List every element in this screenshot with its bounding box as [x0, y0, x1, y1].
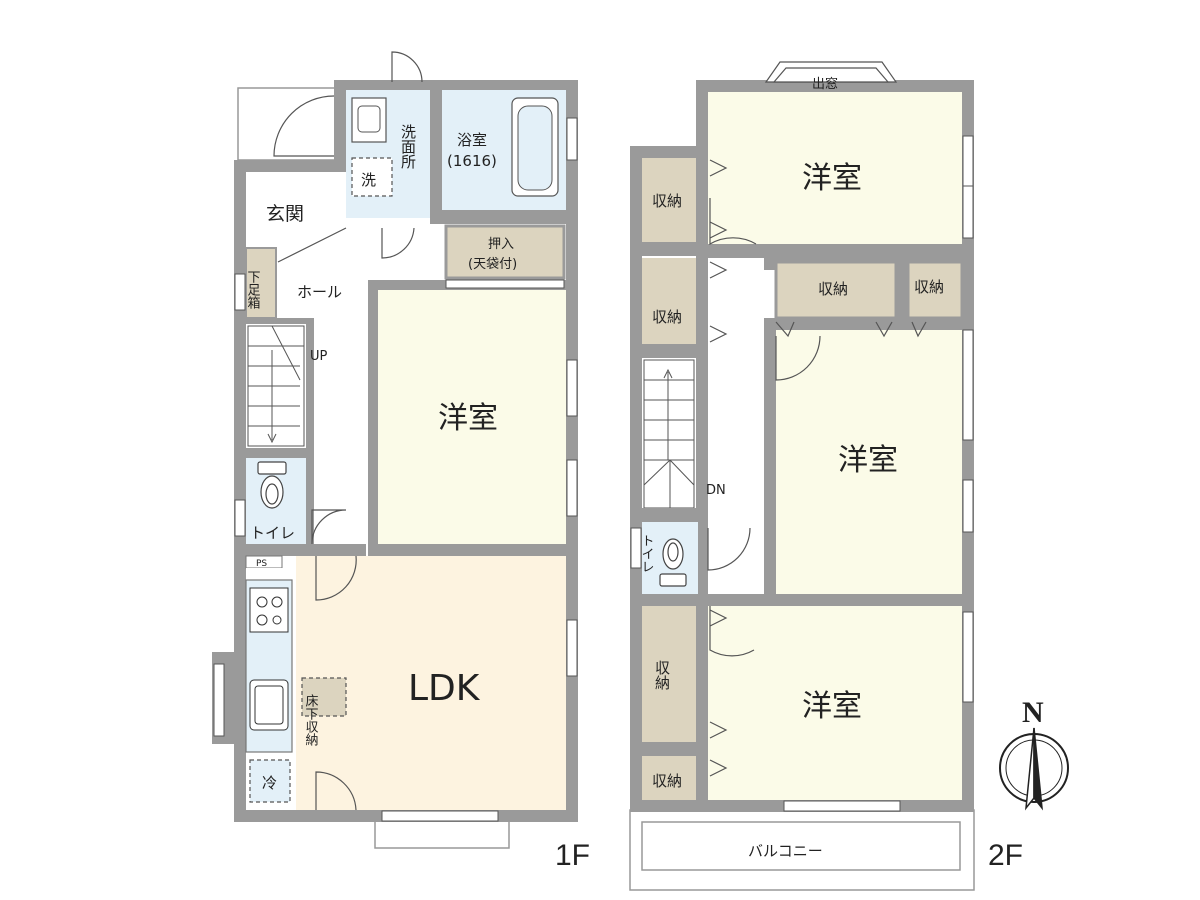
western-room-east [776, 330, 962, 594]
compass: N [999, 696, 1069, 811]
western-room-south-label: 洋室 [802, 689, 862, 724]
western-room-1f [378, 290, 566, 544]
labels: 玄関 ホール UP 下足箱 洗面所 洗 浴室 (1616) 押入 (天袋付) 洋… [245, 76, 1024, 872]
bay-window [764, 61, 898, 83]
floor-2 [629, 61, 975, 891]
underfloor-storage-label: 床下収納 [303, 694, 319, 747]
western-room-south [708, 606, 962, 800]
closet-label: 押入 [488, 237, 514, 252]
western-room-north [708, 92, 962, 244]
porch-1f [237, 87, 337, 161]
western-room-east-label: 洋室 [838, 443, 898, 478]
bay-window-label: 出窓 [812, 76, 838, 92]
windows-2f [630, 135, 974, 812]
washroom-label: 洗面所 [399, 124, 417, 169]
closet-note-label: (天袋付) [468, 257, 517, 272]
stairs-dn-label: DN [706, 483, 726, 498]
shoe-box-label: 下足箱 [245, 270, 261, 309]
step-1f [374, 817, 510, 849]
fridge-label: 冷 [262, 774, 277, 792]
floor-2-label: 2F [988, 839, 1023, 872]
fridge-box [249, 759, 291, 803]
storage-label-f: 収納 [652, 772, 682, 790]
ldk-label: LDK [408, 668, 481, 709]
storage-2f-b [642, 258, 696, 344]
washer-label: 洗 [361, 171, 376, 189]
doors-1f [273, 51, 423, 811]
storage-2f-c [774, 260, 898, 320]
toilet-2f-label: トイレ [639, 534, 654, 573]
storage-label-d: 収納 [914, 278, 944, 296]
ps-label: PS [256, 559, 267, 569]
washer-box [351, 157, 393, 197]
doors-2f [707, 159, 927, 777]
storage-label-a: 収納 [652, 192, 682, 210]
storage-label-b: 収納 [652, 308, 682, 326]
storage-2f-e [642, 606, 696, 742]
toilet-1f-label: トイレ [250, 524, 295, 542]
floor-1 [212, 51, 578, 849]
storage-2f-a [642, 158, 696, 242]
stove-icon [249, 587, 289, 633]
bathroom-label: 浴室 [457, 131, 487, 149]
toilet-2f-icon [659, 538, 687, 587]
stairs-up-label: UP [310, 349, 328, 364]
floor-1-label: 1F [555, 839, 590, 872]
storage-2f-d [906, 260, 964, 320]
stairs-2f [643, 359, 695, 509]
western-room-1f-label: 洋室 [438, 401, 498, 436]
storage-label-c: 収納 [818, 280, 848, 298]
balcony-label: バルコニー [748, 842, 823, 860]
underfloor-storage-box [301, 677, 347, 717]
compass-n-label: N [1022, 696, 1044, 729]
windows-1f [213, 117, 578, 822]
sink-icon [249, 679, 289, 731]
entrance-label: 玄関 [266, 203, 304, 225]
stairs-1f [247, 325, 305, 447]
hall-label: ホール [297, 283, 342, 301]
western-room-north-label: 洋室 [802, 161, 862, 196]
closet-1f [444, 224, 566, 280]
storage-2f-f [642, 756, 696, 800]
toilet-icon [257, 461, 287, 509]
storage-label-e: 収納 [653, 660, 671, 691]
bathroom-size-label: (1616) [447, 152, 497, 170]
